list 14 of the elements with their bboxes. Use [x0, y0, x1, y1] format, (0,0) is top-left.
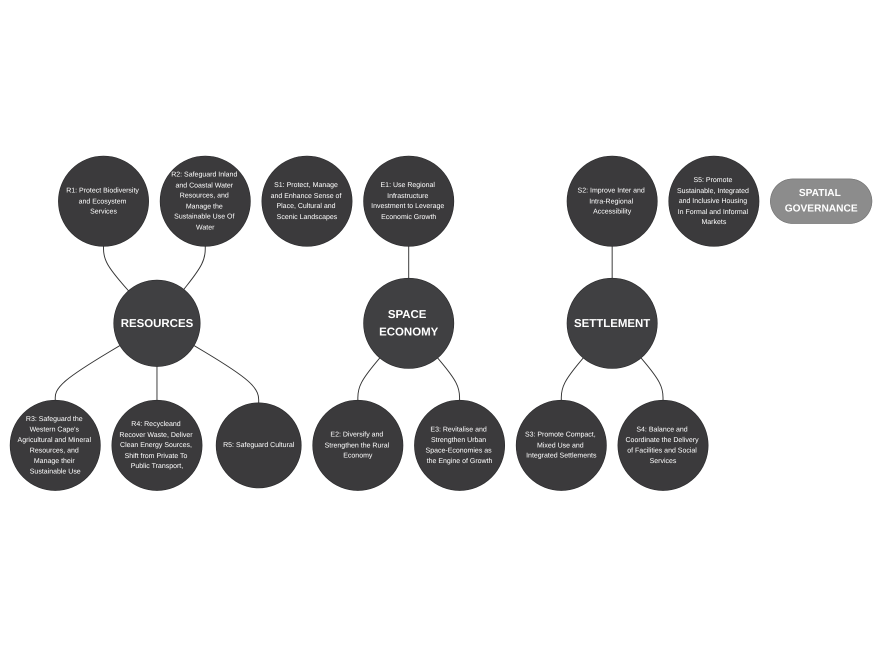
node-circle: SETTLEMENT: [566, 278, 658, 368]
connector: [437, 357, 460, 400]
connector: [183, 246, 206, 290]
connector: [194, 344, 260, 403]
connector: [54, 344, 120, 400]
connector: [357, 357, 380, 400]
node-circle: RESOURCES: [113, 279, 201, 367]
connector: [640, 357, 664, 400]
connector: [612, 246, 613, 278]
connector: [560, 357, 584, 400]
connector: [156, 366, 158, 400]
connector: [103, 246, 129, 291]
node-circle: SPACE ECONOMY: [363, 278, 454, 368]
connector: [408, 246, 410, 278]
